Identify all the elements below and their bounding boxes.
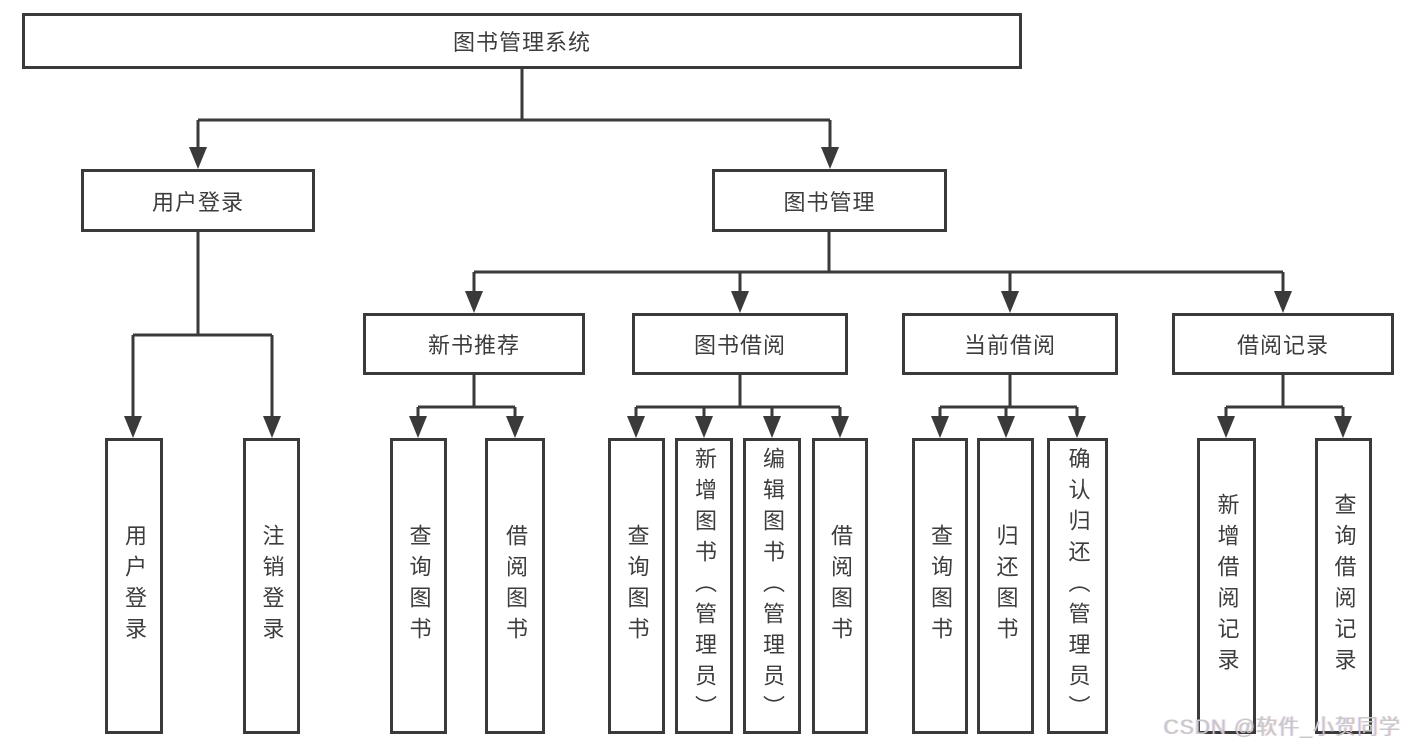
node-user-login-label: 用户登录 [151, 189, 244, 215]
node-root-label: 图书管理系统 [452, 30, 591, 55]
leaf-edit-books-admin-label: 编辑图书（管理员） [760, 446, 785, 726]
node-book-borrow-label: 图书借阅 [693, 333, 786, 358]
leaf-query-borrow-record-label: 查询借阅记录 [1331, 493, 1357, 679]
leaf-recommend-borrow-books-label: 借阅图书 [503, 524, 528, 648]
leaf-user-login-label: 用户登录 [122, 524, 147, 648]
node-user-login: 用户登录 [81, 169, 315, 232]
arrowheads [124, 147, 1352, 438]
leaf-return-books-label: 归还图书 [993, 524, 1019, 648]
leaf-recommend-query-books-label: 查询图书 [406, 524, 432, 648]
leaf-add-books-admin: 新增图书（管理员） [675, 438, 733, 734]
leaf-confirm-return-admin: 确认归还（管理员） [1047, 438, 1108, 734]
node-root-library-system: 图书管理系统 [22, 13, 1022, 69]
node-new-book-recommend-label: 新书推荐 [427, 333, 520, 358]
leaf-borrow-query-books: 查询图书 [608, 438, 665, 734]
node-current-borrow-label: 当前借阅 [963, 333, 1056, 358]
leaf-add-books-admin-label: 新增图书（管理员） [692, 446, 717, 726]
node-borrow-records: 借阅记录 [1172, 313, 1394, 375]
node-book-management-label: 图书管理 [783, 189, 876, 215]
node-book-management: 图书管理 [712, 169, 947, 232]
leaf-add-borrow-record-label: 新增借阅记录 [1214, 493, 1240, 679]
leaf-current-query-books: 查询图书 [912, 438, 968, 734]
leaf-borrow-books: 借阅图书 [812, 438, 868, 734]
node-borrow-records-label: 借阅记录 [1236, 333, 1329, 358]
csdn-watermark: CSDN @软件_小贺同学 [1163, 716, 1401, 739]
leaf-logout-label: 注销登录 [259, 524, 285, 648]
leaf-borrow-books-label: 借阅图书 [828, 524, 853, 648]
leaf-add-borrow-record: 新增借阅记录 [1197, 438, 1256, 734]
leaf-edit-books-admin: 编辑图书（管理员） [743, 438, 801, 734]
leaf-return-books: 归还图书 [977, 438, 1034, 734]
leaf-recommend-borrow-books: 借阅图书 [485, 438, 545, 734]
node-current-borrow: 当前借阅 [902, 313, 1118, 375]
leaf-recommend-query-books: 查询图书 [390, 438, 447, 734]
leaf-borrow-query-books-label: 查询图书 [624, 524, 650, 648]
leaf-user-login: 用户登录 [105, 438, 163, 734]
leaf-query-borrow-record: 查询借阅记录 [1315, 438, 1372, 734]
node-book-borrow: 图书借阅 [632, 313, 848, 375]
leaf-logout: 注销登录 [243, 438, 300, 734]
leaf-current-query-books-label: 查询图书 [928, 524, 953, 648]
leaf-confirm-return-admin-label: 确认归还（管理员） [1065, 446, 1091, 726]
node-new-book-recommend: 新书推荐 [363, 313, 585, 375]
